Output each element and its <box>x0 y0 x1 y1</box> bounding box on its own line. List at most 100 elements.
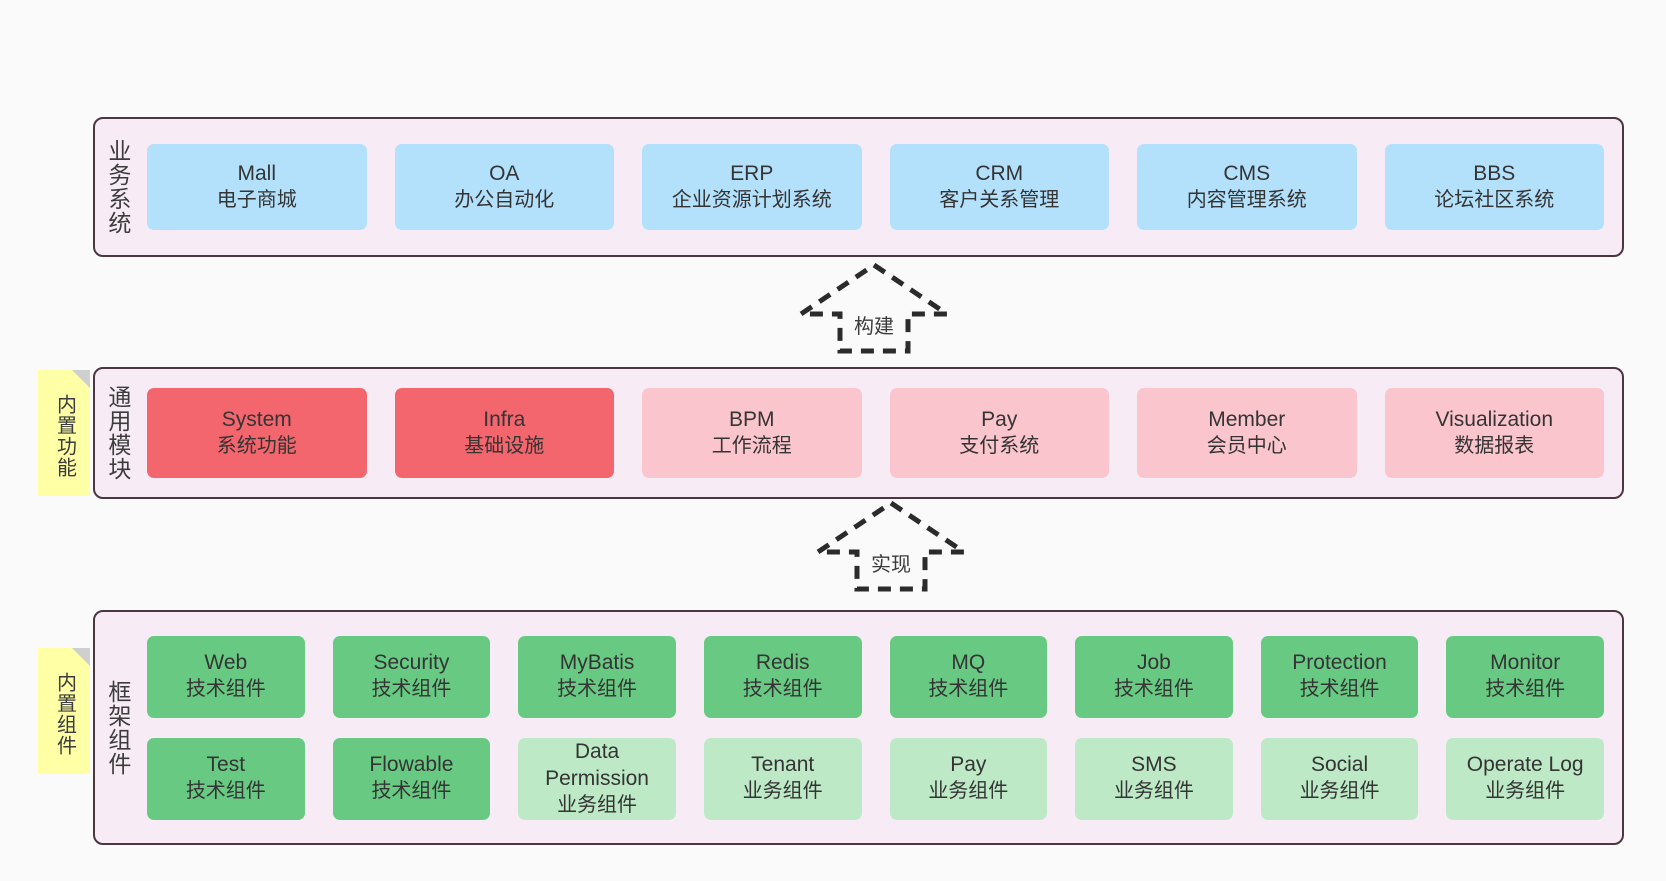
card-oa[interactable]: OA 办公自动化 <box>394 144 614 230</box>
card-member-title: Member <box>1208 407 1286 431</box>
card-mq[interactable]: MQ 技术组件 <box>889 635 1048 718</box>
card-social[interactable]: Social 业务组件 <box>1260 737 1419 820</box>
card-system-title: System <box>221 407 292 431</box>
card-sms-subtitle: 业务组件 <box>1113 780 1194 803</box>
card-operate-log[interactable]: Operate Log 业务组件 <box>1446 737 1604 820</box>
layer-common-modules-label: 通用模块 <box>104 385 131 481</box>
card-protection-subtitle: 技术组件 <box>1299 678 1380 701</box>
card-flowable-title: Flowable <box>369 753 454 777</box>
card-operate-log-subtitle: 业务组件 <box>1485 780 1566 803</box>
layer-framework-components-body: Web 技术组件 Security 技术组件 MyBatis 技术组件 Redi… <box>139 612 1622 843</box>
card-mall-title: Mall <box>237 161 276 185</box>
card-oa-title: OA <box>489 161 520 185</box>
card-redis-subtitle: 技术组件 <box>742 678 823 701</box>
card-cms[interactable]: CMS 内容管理系统 <box>1137 144 1357 230</box>
card-redis[interactable]: Redis 技术组件 <box>703 635 862 718</box>
card-pay-component-subtitle: 业务组件 <box>928 780 1009 803</box>
card-crm-title: CRM <box>975 161 1024 185</box>
card-bpm[interactable]: BPM 工作流程 <box>642 388 862 478</box>
note-fold-corner-icon <box>72 648 90 666</box>
card-oa-subtitle: 办公自动化 <box>454 188 555 211</box>
card-pay-module-subtitle: 支付系统 <box>959 434 1040 457</box>
card-redis-title: Redis <box>755 651 810 675</box>
card-security-title: Security <box>373 651 450 675</box>
card-bbs-title: BBS <box>1473 161 1516 185</box>
card-job[interactable]: Job 技术组件 <box>1075 635 1233 718</box>
component-row-2: Test 技术组件 Flowable 技术组件 Data Permission … <box>147 737 1604 820</box>
card-mybatis-subtitle: 技术组件 <box>557 678 638 701</box>
layer-framework-components-label: 框架组件 <box>104 679 131 776</box>
card-operate-log-title: Operate Log <box>1466 753 1584 777</box>
card-tenant[interactable]: Tenant 业务组件 <box>703 737 862 820</box>
card-tenant-subtitle: 业务组件 <box>742 780 823 803</box>
card-protection-title: Protection <box>1292 651 1387 675</box>
card-pay-component[interactable]: Pay 业务组件 <box>889 737 1048 820</box>
layer-business-systems: 业务系统 Mall 电子商城 OA 办公自动化 ERP 企业资源计划系统 CRM <box>93 117 1624 257</box>
card-social-title: Social <box>1310 753 1369 777</box>
card-test-title: Test <box>206 753 246 777</box>
layer-business-systems-label: 业务系统 <box>104 139 131 235</box>
card-bbs-subtitle: 论坛社区系统 <box>1434 188 1555 211</box>
card-mybatis-title: MyBatis <box>559 651 635 675</box>
card-pay-module[interactable]: Pay 支付系统 <box>889 388 1109 478</box>
card-erp-subtitle: 企业资源计划系统 <box>671 188 832 211</box>
module-row: System 系统功能 Infra 基础设施 BPM 工作流程 Pay 支付系统… <box>147 388 1604 478</box>
card-data-permission-subtitle: 业务组件 <box>557 793 638 816</box>
connector-implement-label: 实现 <box>871 554 911 576</box>
card-crm-subtitle: 客户关系管理 <box>939 188 1060 211</box>
card-mq-subtitle: 技术组件 <box>928 678 1009 701</box>
card-cms-title: CMS <box>1223 161 1271 185</box>
card-web-title: Web <box>204 651 248 675</box>
card-pay-module-title: Pay <box>981 407 1018 431</box>
card-cms-subtitle: 内容管理系统 <box>1186 188 1307 211</box>
note-builtin-functions: 内置功能 <box>38 370 90 496</box>
card-sms[interactable]: SMS 业务组件 <box>1075 737 1233 820</box>
card-system-subtitle: 系统功能 <box>216 434 297 457</box>
business-row: Mall 电子商城 OA 办公自动化 ERP 企业资源计划系统 CRM 客户关系… <box>147 144 1604 230</box>
card-visualization-subtitle: 数据报表 <box>1454 434 1535 457</box>
card-infra-title: Infra <box>483 407 526 431</box>
connector-build-label: 构建 <box>854 316 894 338</box>
card-member[interactable]: Member 会员中心 <box>1137 388 1357 478</box>
component-row-1: Web 技术组件 Security 技术组件 MyBatis 技术组件 Redi… <box>147 635 1604 718</box>
card-security-subtitle: 技术组件 <box>371 678 452 701</box>
note-builtin-components: 内置组件 <box>38 648 90 774</box>
note-builtin-components-label: 内置组件 <box>53 672 76 756</box>
card-crm[interactable]: CRM 客户关系管理 <box>889 144 1109 230</box>
card-visualization-title: Visualization <box>1435 407 1554 431</box>
card-job-subtitle: 技术组件 <box>1113 678 1194 701</box>
card-system[interactable]: System 系统功能 <box>147 388 367 478</box>
card-web-subtitle: 技术组件 <box>185 678 266 701</box>
card-mall[interactable]: Mall 电子商城 <box>147 144 367 230</box>
layer-framework-components: 框架组件 Web 技术组件 Security 技术组件 MyBatis 技术组件… <box>93 610 1624 845</box>
card-mybatis[interactable]: MyBatis 技术组件 <box>518 635 676 718</box>
card-protection[interactable]: Protection 技术组件 <box>1260 635 1419 718</box>
note-builtin-functions-label: 内置功能 <box>53 394 76 478</box>
layer-common-modules-body: System 系统功能 Infra 基础设施 BPM 工作流程 Pay 支付系统… <box>139 369 1622 497</box>
card-flowable-subtitle: 技术组件 <box>371 780 452 803</box>
note-fold-corner-icon <box>72 370 90 388</box>
card-security[interactable]: Security 技术组件 <box>332 635 491 718</box>
card-pay-component-title: Pay <box>950 753 987 777</box>
card-web[interactable]: Web 技术组件 <box>147 635 305 718</box>
card-data-permission-title: Data Permission <box>545 739 649 790</box>
card-data-permission[interactable]: Data Permission 业务组件 <box>518 737 676 820</box>
card-mall-subtitle: 电子商城 <box>216 188 297 211</box>
card-erp-title: ERP <box>730 161 774 185</box>
card-bpm-subtitle: 工作流程 <box>711 434 792 457</box>
card-flowable[interactable]: Flowable 技术组件 <box>332 737 491 820</box>
card-monitor[interactable]: Monitor 技术组件 <box>1446 635 1604 718</box>
layer-business-systems-body: Mall 电子商城 OA 办公自动化 ERP 企业资源计划系统 CRM 客户关系… <box>139 119 1622 255</box>
card-visualization[interactable]: Visualization 数据报表 <box>1384 388 1604 478</box>
card-monitor-subtitle: 技术组件 <box>1485 678 1566 701</box>
card-monitor-title: Monitor <box>1490 651 1561 675</box>
card-erp[interactable]: ERP 企业资源计划系统 <box>642 144 862 230</box>
card-bbs[interactable]: BBS 论坛社区系统 <box>1384 144 1604 230</box>
card-test[interactable]: Test 技术组件 <box>147 737 305 820</box>
connector-implement: 实现 <box>809 499 973 592</box>
card-job-title: Job <box>1137 651 1171 675</box>
card-infra[interactable]: Infra 基础设施 <box>394 388 614 478</box>
card-mq-title: MQ <box>951 651 986 675</box>
card-test-subtitle: 技术组件 <box>185 780 266 803</box>
